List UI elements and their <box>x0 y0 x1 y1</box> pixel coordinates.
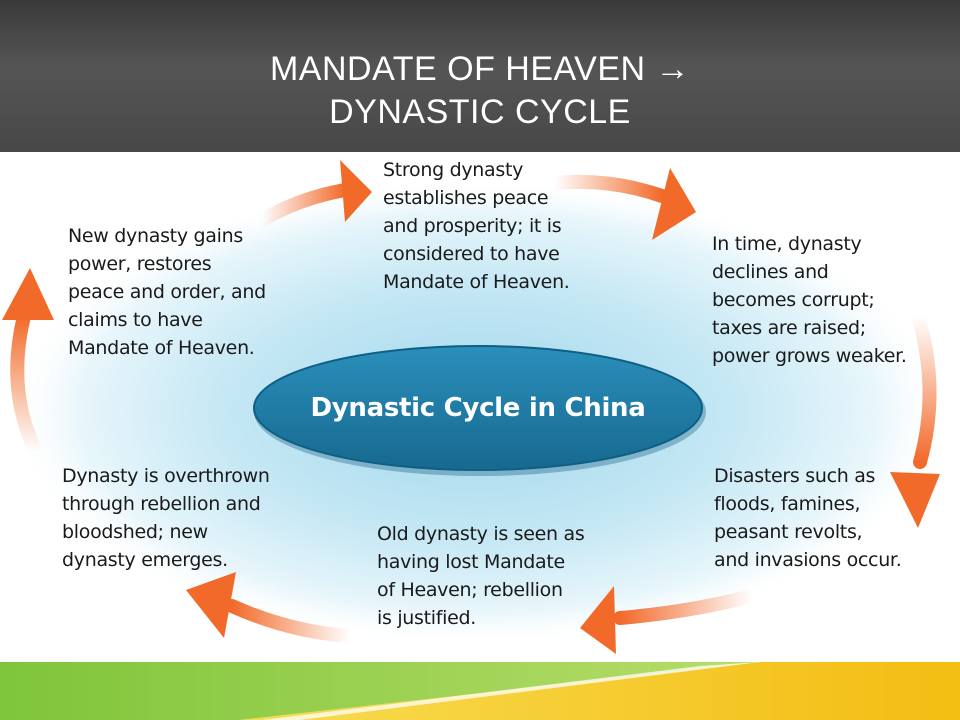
footer-divider-stripe <box>262 662 760 720</box>
slide-title-line-1: MANDATE OF HEAVEN → <box>269 50 691 88</box>
cycle-step-lost-mandate: Old dynasty is seen as having lost Manda… <box>377 523 585 629</box>
cycle-step-new-dynasty: New dynasty gains power, restores peace … <box>68 225 266 359</box>
cycle-arrow-bottom-left <box>186 572 357 643</box>
center-label: Dynastic Cycle in China <box>310 393 646 423</box>
cycle-arrow-top-right <box>548 168 696 240</box>
cycle-step-disasters: Disasters such as floods, famines, peasa… <box>714 465 902 571</box>
slide-title-line-2: DYNASTIC CYCLE <box>329 93 631 131</box>
cycle-arrow-top-left <box>255 160 372 227</box>
footer-green-band <box>0 662 760 720</box>
cycle-arrow-right <box>890 309 940 528</box>
cycle-step-decline: In time, dynasty declines and becomes co… <box>712 233 907 367</box>
cycle-step-strong-dynasty: Strong dynasty establishes peace and pro… <box>383 159 570 293</box>
cycle-step-overthrown: Dynasty is overthrown through rebellion … <box>62 465 270 571</box>
center-ellipse <box>253 345 703 471</box>
slide-title: MANDATE OF HEAVEN → DYNASTIC CYCLE <box>200 48 760 134</box>
cycle-arrow-bottom-right <box>580 586 759 654</box>
footer-band <box>0 662 960 720</box>
title-bar: MANDATE OF HEAVEN → DYNASTIC CYCLE <box>0 0 960 152</box>
footer-yellow-band <box>240 662 960 720</box>
cycle-arrow-left <box>2 268 54 459</box>
dynastic-cycle-diagram <box>2 160 948 654</box>
